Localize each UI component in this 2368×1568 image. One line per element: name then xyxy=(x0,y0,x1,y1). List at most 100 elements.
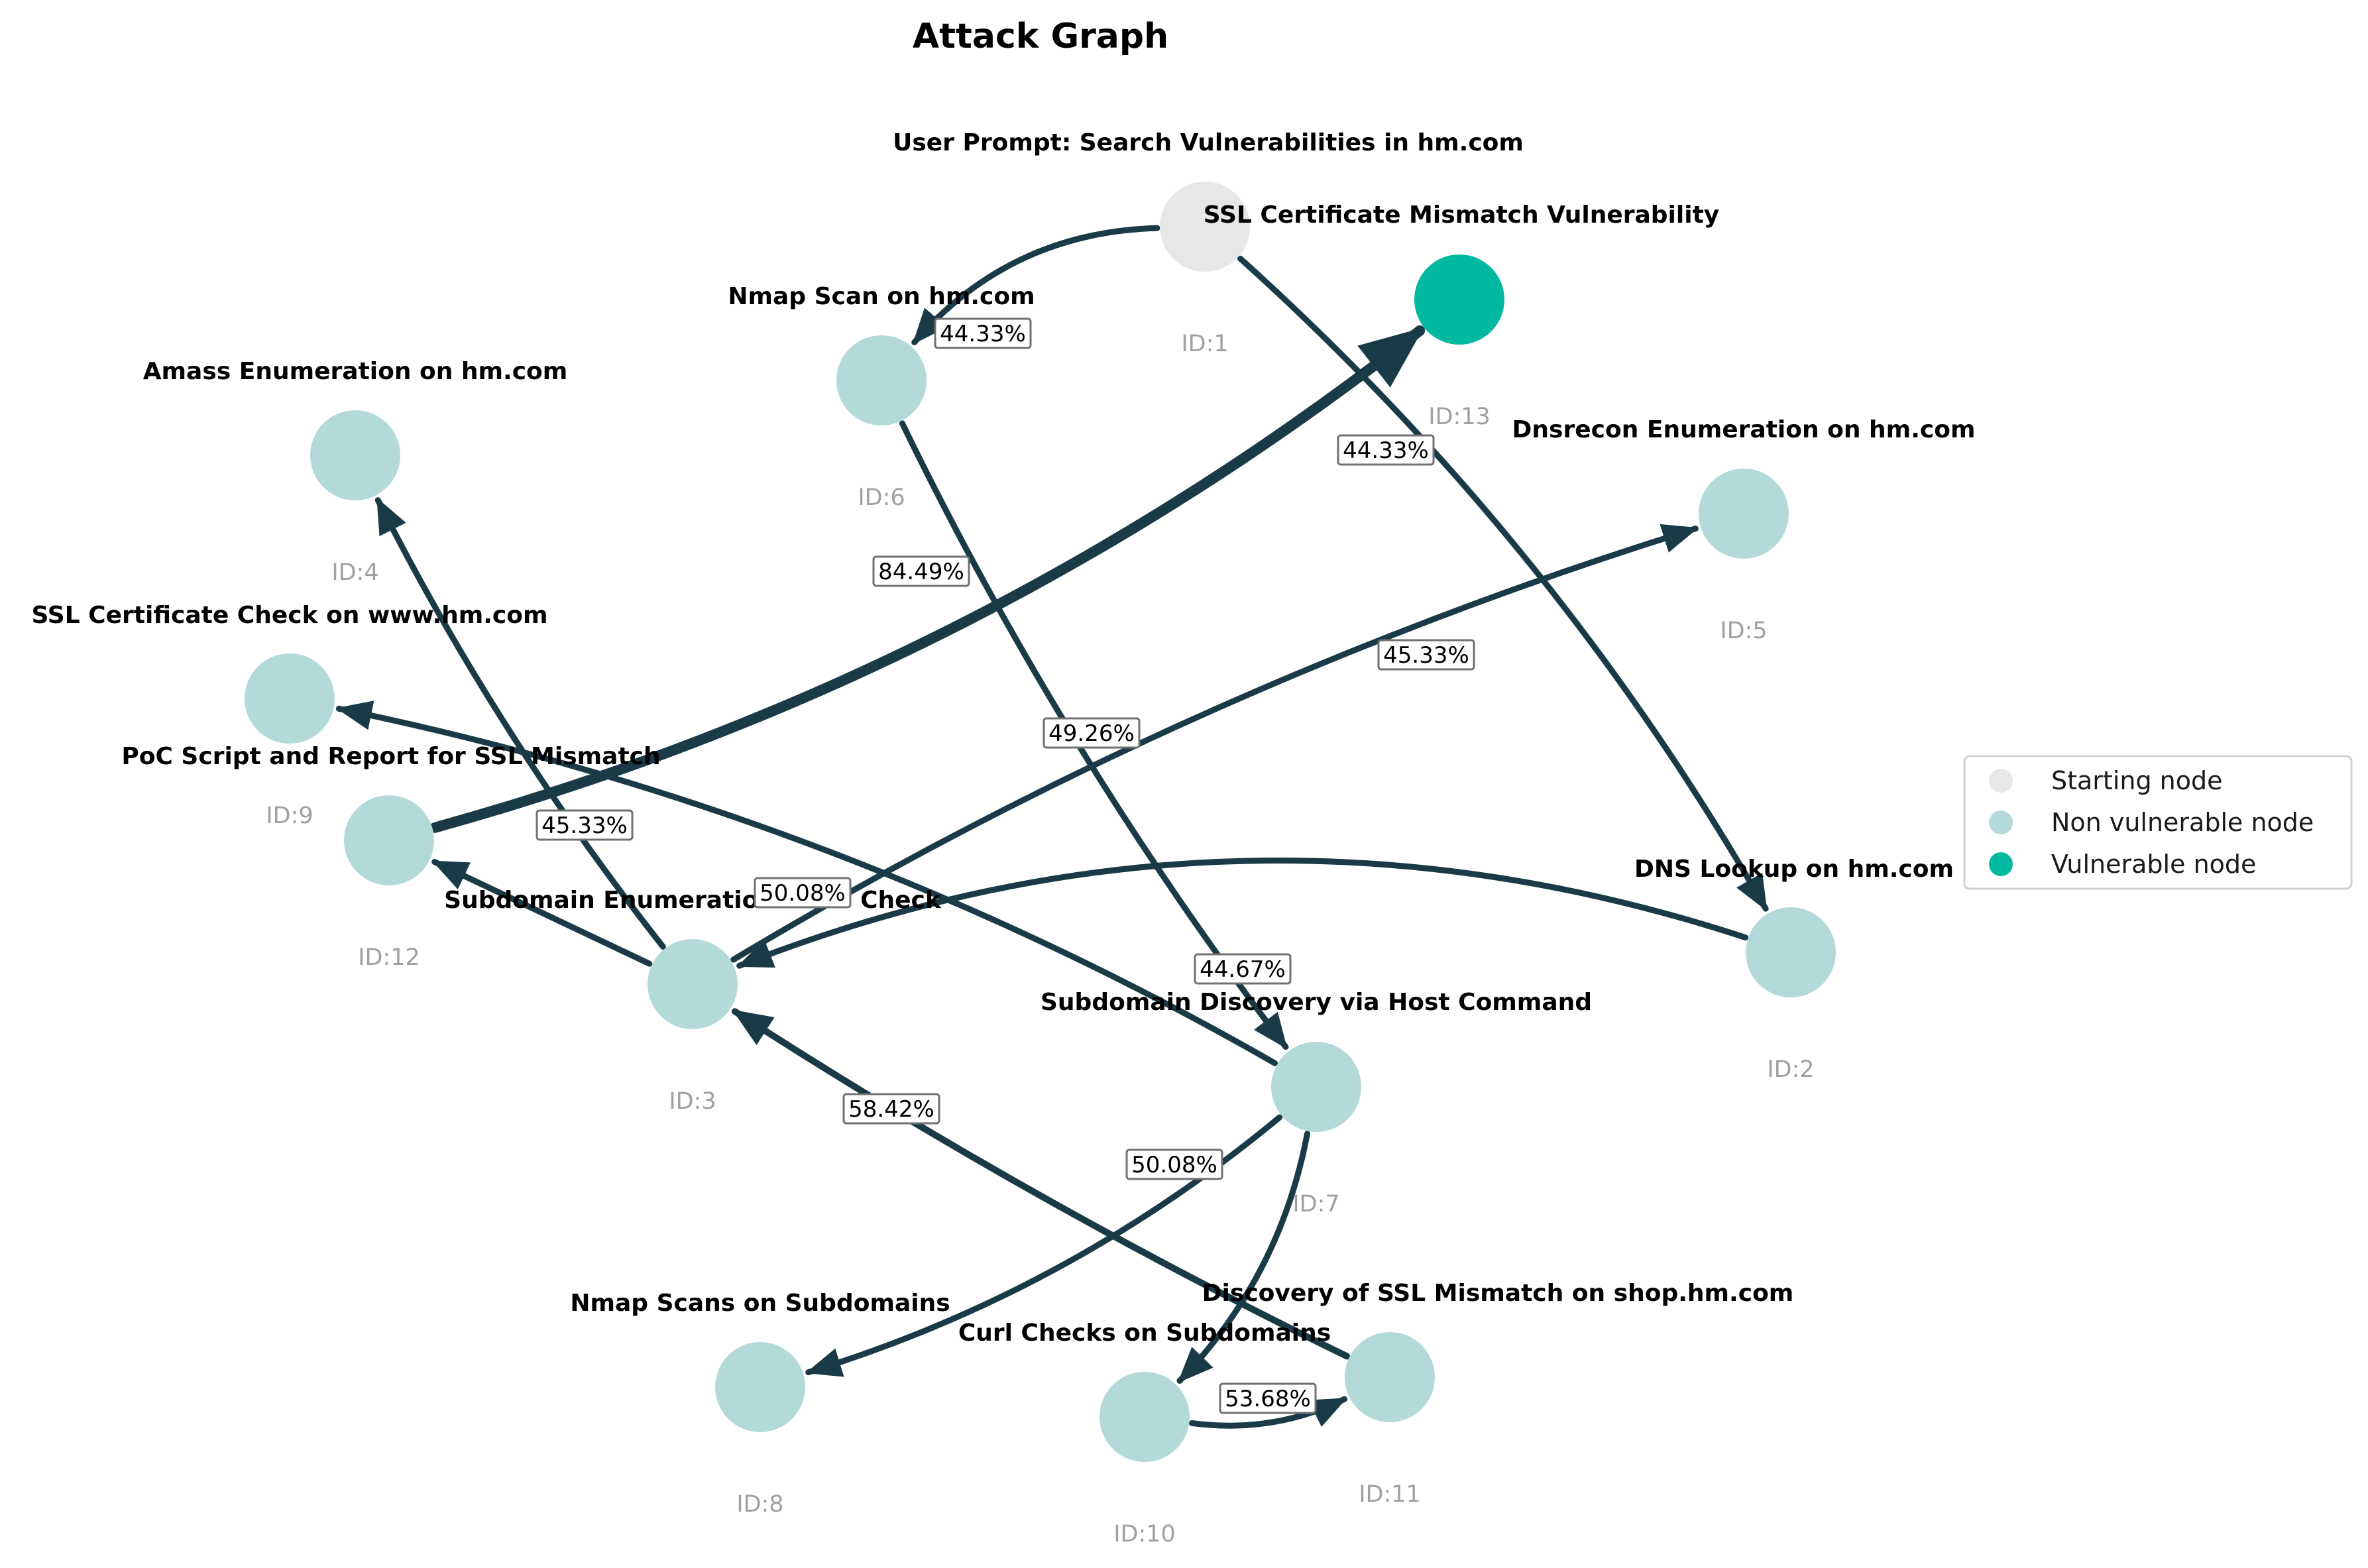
node-title: User Prompt: Search Vulnerabilities in h… xyxy=(893,129,1524,156)
legend-marker-non_vulnerable xyxy=(1989,811,2013,834)
node-circle[interactable] xyxy=(1699,469,1789,559)
edge-label-text: 44.33% xyxy=(1343,437,1429,464)
node-title: Subdomain Enumeration Tools Check xyxy=(444,887,942,914)
edge-label-box xyxy=(754,877,852,909)
edge-label-box xyxy=(1377,639,1475,671)
node-circle[interactable] xyxy=(648,939,738,1029)
edge-label-box xyxy=(1337,434,1435,466)
legend-marker-start xyxy=(1989,769,2013,793)
nodes-layer: User Prompt: Search Vulnerabilities in h… xyxy=(31,129,1975,1547)
edge-3-4 xyxy=(374,497,666,950)
node-id-label: ID:11 xyxy=(1359,1481,1421,1508)
node-title: Dnsrecon Enumeration on hm.com xyxy=(1512,416,1976,443)
edge-label-box xyxy=(1043,717,1141,749)
node-circle[interactable] xyxy=(310,410,400,500)
edge-label-box xyxy=(934,317,1032,349)
edge-12-13 xyxy=(429,325,1426,833)
edge-labels-layer: 44.33% 44.33% 49.26% 45.33% 45.33% 50.08% 44.6… xyxy=(536,317,1475,1414)
node-title: SSL Certificate Mismatch Vulnerability xyxy=(1204,201,1720,229)
graph-title: Attack Graph xyxy=(913,17,1168,56)
edge-label-text: 84.49% xyxy=(878,559,964,585)
node-13[interactable]: SSL Certificate Mismatch VulnerabilityID… xyxy=(1204,201,1720,430)
edge-label-3-5: 45.33% xyxy=(1377,639,1475,671)
node-title: Discovery of SSL Mismatch on shop.hm.com xyxy=(1202,1280,1794,1307)
node-circle[interactable] xyxy=(1271,1042,1361,1132)
node-title: Amass Enumeration on hm.com xyxy=(143,358,568,385)
edge-label-text: 49.26% xyxy=(1048,720,1135,747)
edge-1-6 xyxy=(911,225,1160,345)
edge-11-3 xyxy=(731,1008,1351,1360)
edge-10-11 xyxy=(1188,1396,1348,1429)
node-id-label: ID:7 xyxy=(1292,1191,1339,1217)
node-title: Nmap Scans on Subdomains xyxy=(570,1290,950,1317)
edge-label-7-9: 44.67% xyxy=(1194,953,1292,985)
edge-label-box xyxy=(1219,1382,1317,1414)
edge-label-10-11: 53.68% xyxy=(1219,1382,1317,1414)
node-id-label: ID:3 xyxy=(669,1088,716,1115)
node-id-label: ID:10 xyxy=(1113,1521,1176,1547)
node-title: PoC Script and Report for SSL Mismatch xyxy=(121,743,660,770)
edge-label-text: 45.33% xyxy=(1383,642,1469,669)
edge-3-12 xyxy=(431,859,653,967)
edge-label-text: 50.08% xyxy=(1131,1152,1217,1178)
node-circle[interactable] xyxy=(1746,907,1836,997)
edge-label-box xyxy=(872,555,970,587)
legend-label: Starting node xyxy=(2051,766,2223,795)
node-id-label: ID:8 xyxy=(736,1491,783,1518)
legend-marker-vulnerable xyxy=(1989,852,2013,876)
edge-label-6-7: 49.26% xyxy=(1043,717,1141,749)
node-id-label: ID:4 xyxy=(331,559,378,586)
legend-label: Vulnerable node xyxy=(2051,850,2256,879)
edge-label-12-13: 84.49% xyxy=(872,555,970,587)
node-id-label: ID:6 xyxy=(858,484,905,511)
edge-label-11-3: 58.42% xyxy=(842,1093,940,1125)
edge-label-box xyxy=(1125,1148,1223,1180)
node-12[interactable]: PoC Script and Report for SSL MismatchID… xyxy=(121,743,660,971)
node-title: Nmap Scan on hm.com xyxy=(728,283,1035,310)
node-id-label: ID:2 xyxy=(1767,1056,1814,1083)
node-title: Subdomain Discovery via Host Command xyxy=(1041,989,1592,1016)
edge-label-text: 58.42% xyxy=(848,1096,934,1123)
edge-3-5 xyxy=(730,524,1699,963)
edge-label-box xyxy=(842,1093,940,1125)
edge-label-box xyxy=(1194,953,1292,985)
node-circle[interactable] xyxy=(715,1342,805,1432)
node-id-label: ID:12 xyxy=(358,944,420,971)
edge-label-7-8: 50.08% xyxy=(1125,1148,1223,1180)
edge-label-1-6: 44.33% xyxy=(934,317,1032,349)
edge-7-9 xyxy=(335,700,1278,1066)
edge-label-3-12: 50.08% xyxy=(754,877,852,909)
node-id-label: ID:1 xyxy=(1181,331,1228,357)
node-id-label: ID:5 xyxy=(1720,618,1767,644)
node-circle[interactable] xyxy=(836,335,927,425)
node-11[interactable]: Discovery of SSL Mismatch on shop.hm.com… xyxy=(1202,1280,1794,1508)
legend-frame xyxy=(1963,755,2353,890)
node-circle[interactable] xyxy=(1099,1372,1190,1462)
edge-label-text: 53.68% xyxy=(1225,1386,1311,1412)
edge-label-box xyxy=(536,809,634,841)
node-circle[interactable] xyxy=(245,653,335,744)
node-1[interactable]: User Prompt: Search Vulnerabilities in h… xyxy=(893,129,1524,357)
node-circle[interactable] xyxy=(1160,182,1250,272)
node-title: Curl Checks on Subdomains xyxy=(958,1319,1331,1347)
node-circle[interactable] xyxy=(344,795,434,885)
edge-label-text: 44.67% xyxy=(1200,956,1286,983)
node-id-label: ID:9 xyxy=(266,803,313,829)
node-circle[interactable] xyxy=(1414,254,1504,345)
node-circle[interactable] xyxy=(1345,1332,1435,1422)
edge-label-text: 45.33% xyxy=(541,812,628,839)
edge-label-1-2: 44.33% xyxy=(1337,434,1435,466)
edge-2-3 xyxy=(736,858,1749,969)
edge-1-2 xyxy=(1237,255,1769,912)
